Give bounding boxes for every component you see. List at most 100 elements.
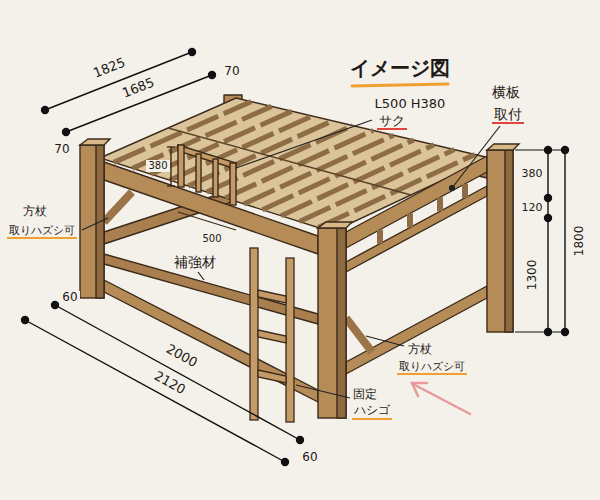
front-frame-part <box>104 192 132 222</box>
dimension-lines-part <box>562 329 569 336</box>
fence-part <box>196 154 201 192</box>
dimension-lines-part <box>282 459 289 466</box>
title-underline <box>352 84 448 86</box>
posts-part <box>318 228 346 418</box>
dimension-label: 380 <box>146 160 169 172</box>
dimension-lines-part <box>45 52 192 110</box>
dimension-lines-part <box>547 150 548 332</box>
dimension-label: 70 <box>222 65 241 79</box>
callout-label: 方杖 <box>21 205 49 219</box>
fence <box>167 145 236 230</box>
dimension-lines-part <box>564 150 565 332</box>
callout-label: 方杖 <box>406 343 434 357</box>
dimension-lines-part <box>66 75 212 132</box>
callout-label: L500 H380 <box>373 97 448 112</box>
callout-label: サク <box>377 114 407 131</box>
fence-part <box>167 146 175 147</box>
headboard <box>346 156 487 374</box>
ladder-part <box>258 330 286 343</box>
headboard-part <box>377 230 383 244</box>
highlight-arrow-part <box>412 383 427 396</box>
dimension-lines-part <box>22 317 29 324</box>
headboard-part <box>346 186 487 272</box>
dimension-lines <box>22 49 569 466</box>
highlight-arrow-part <box>413 384 470 414</box>
dimension-label: 1300 <box>526 258 540 293</box>
dimension-label: 60 <box>300 451 319 465</box>
dimension-lines-part <box>189 49 196 56</box>
posts <box>80 139 519 418</box>
dimension-lines-part <box>42 107 49 114</box>
dimension-label: 2120 <box>150 367 190 398</box>
dimension-label: 380 <box>520 168 545 181</box>
fence-part <box>167 185 175 186</box>
callout-label: 横板 <box>490 84 522 100</box>
ladder-part <box>250 248 258 420</box>
callout-label: 取付 <box>492 106 524 124</box>
ladder-part <box>258 290 286 303</box>
fence-part <box>230 163 236 205</box>
leader-lines <box>82 120 500 398</box>
dimension-lines-part <box>545 215 552 222</box>
dimension-lines-part <box>545 329 552 336</box>
leader-lines-part <box>82 218 108 230</box>
ladder-part <box>258 370 286 383</box>
posts-part <box>80 139 110 145</box>
dimension-label: 1685 <box>119 74 159 101</box>
dimension-lines-part <box>545 195 552 202</box>
leader-lines-part <box>236 120 372 168</box>
dimension-lines-part <box>63 129 70 136</box>
front-frame-part <box>104 162 318 254</box>
callout-label: 固定 <box>351 388 379 402</box>
dimension-label: 2000 <box>162 340 202 371</box>
leader-lines-part <box>296 385 350 398</box>
headboard-part <box>407 214 413 228</box>
dimension-label: 60 <box>60 291 79 305</box>
dimension-lines-part <box>515 332 568 333</box>
dimension-lines-part <box>209 72 216 79</box>
dimension-lines-part <box>55 305 300 440</box>
dimension-label: 1825 <box>90 54 130 81</box>
ladder <box>250 248 294 422</box>
dimension-lines-part <box>562 147 569 154</box>
dimension-label: 70 <box>52 143 71 157</box>
dimension-lines-part <box>297 437 304 444</box>
dimension-lines-part <box>515 150 568 151</box>
part-label: 補強材 <box>172 254 218 270</box>
callout-label: 取りハズシ可 <box>7 225 77 240</box>
posts-part <box>505 150 513 332</box>
fence-part <box>213 159 218 197</box>
callout-label: 取りハズシ可 <box>397 361 467 376</box>
highlight-arrow <box>412 383 470 414</box>
fence-part <box>178 145 236 169</box>
dimension-label: 500 <box>200 233 223 245</box>
posts-part <box>318 222 352 228</box>
leader-lines-part <box>198 272 204 280</box>
leader-lines-part <box>366 336 404 346</box>
headboard-part <box>462 184 468 198</box>
bed-platform-part <box>168 128 411 195</box>
bed-platform <box>100 98 490 232</box>
diagram-title: イメージ図 <box>348 57 452 80</box>
bed-platform-part <box>100 98 490 232</box>
bed-platform-part <box>114 102 475 228</box>
fence-part <box>178 212 236 230</box>
fence-part <box>178 145 184 187</box>
dimension-label: 1800 <box>573 224 587 259</box>
callout-label: ハシゴ <box>352 404 392 420</box>
dimension-lines-part <box>25 320 285 462</box>
ladder-part <box>286 258 294 422</box>
posts-part <box>337 228 346 418</box>
headboard-part <box>346 318 372 352</box>
dimension-lines-part <box>545 147 552 154</box>
leader-lines-part <box>452 126 500 188</box>
posts-part <box>487 150 513 332</box>
fence-part <box>170 147 171 186</box>
headboard-part <box>437 197 443 211</box>
dimension-lines-part <box>52 302 59 309</box>
posts-part <box>487 144 519 150</box>
dimension-label: 120 <box>520 202 545 215</box>
leader-lines-part <box>450 186 455 191</box>
